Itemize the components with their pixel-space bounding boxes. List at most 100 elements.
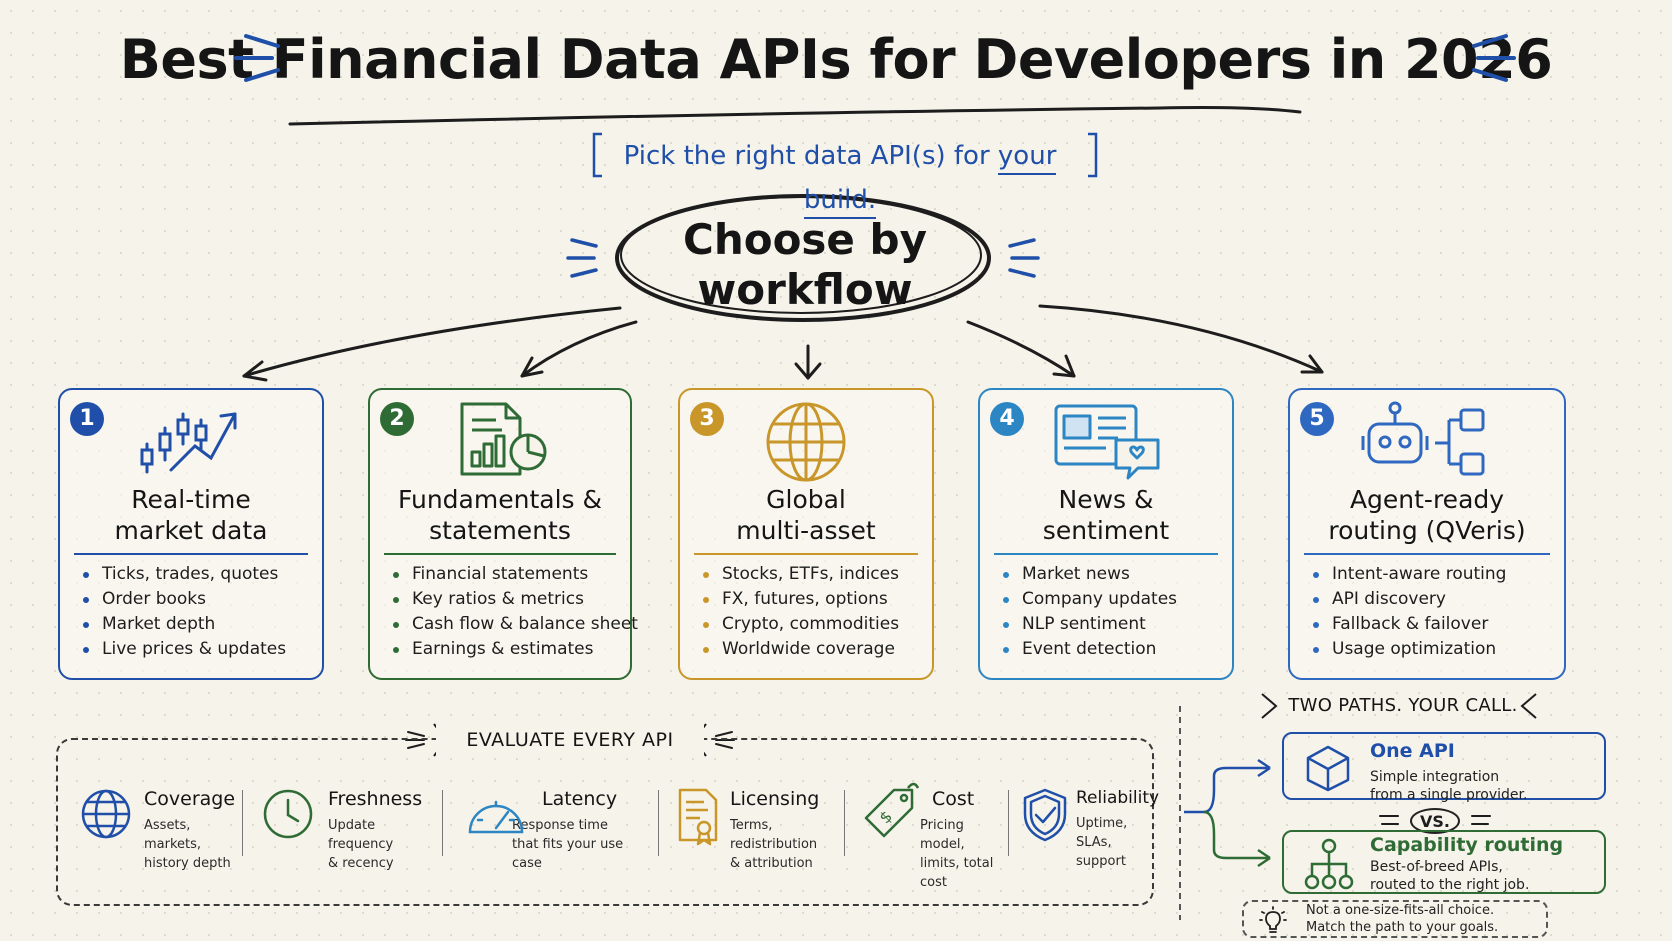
hub-ellipse (615, 194, 991, 322)
list-item: NLP sentiment (996, 612, 1228, 637)
path-capability-routing: Capability routing Best-of-breed APIs, r… (1282, 830, 1606, 894)
subtitle-emphasis: your build. (803, 141, 1057, 219)
speedometer-icon (468, 800, 524, 834)
path-one-api: One API Simple integration from a single… (1282, 732, 1606, 803)
criterion-title: Licensing (730, 788, 820, 810)
criterion-title: Coverage (144, 788, 236, 810)
candlestick-chart-icon (140, 412, 237, 474)
note-text: Not a one-size-fits-all choice. Match th… (1306, 903, 1499, 935)
card-agent-ready-routing: 5 Agent-ready routing (QVeris) Intent-aw… (1288, 388, 1566, 680)
note-box (1242, 900, 1548, 938)
path-description: Best-of-breed APIs, routed to the right … (1370, 859, 1530, 893)
list-item: Cash flow & balance sheet (386, 612, 638, 637)
list-item: Fallback & failover (1306, 612, 1560, 637)
hub-ellipse-inner (620, 196, 982, 314)
hub-line-2: workflow (697, 265, 913, 314)
subtitle-bracket-left (592, 132, 602, 178)
card-divider (994, 553, 1218, 555)
price-tag-icon: $ (864, 782, 920, 838)
globe-icon (766, 402, 846, 482)
list-item: FX, futures, options (696, 587, 928, 612)
criterion-title: Latency (542, 788, 618, 810)
path-title: One API (1370, 740, 1455, 762)
list-item: Earnings & estimates (386, 637, 626, 662)
card-title: Agent-ready routing (QVeris) (1328, 485, 1526, 545)
criterion-cost: $ Cost Pricing model, limits, total cost (862, 782, 1012, 892)
title-underline (288, 106, 1302, 126)
criterion-description: Pricing model, limits, total cost (920, 818, 994, 890)
list-item: Worldwide coverage (696, 637, 928, 662)
card-number-badge: 1 (70, 402, 104, 436)
page-title: Best Financial Data APIs for Developers … (119, 28, 1553, 91)
report-document-icon (460, 402, 547, 476)
criterion-description: Uptime, SLAs, support (1076, 816, 1128, 869)
card-divider (74, 553, 308, 555)
card-divider (1304, 553, 1550, 555)
vs-sparkles (1379, 815, 1491, 825)
card-feature-list: Intent-aware routing API discovery Fallb… (1306, 562, 1560, 662)
card-number-badge: 4 (990, 402, 1024, 436)
card-divider (384, 553, 616, 555)
list-item: API discovery (1306, 587, 1560, 612)
criterion-description: Assets, markets, history depth (144, 818, 231, 871)
list-item: Stocks, ETFs, indices (696, 562, 928, 587)
list-item: Live prices & updates (76, 637, 318, 662)
criterion-separator (242, 790, 243, 856)
card-title: Fundamentals & statements (397, 485, 602, 545)
vs-badge: VS. (1410, 808, 1460, 834)
hub-sparkle-left (566, 238, 598, 278)
list-item: Market depth (76, 612, 318, 637)
svg-text:$: $ (875, 807, 896, 828)
card-feature-list: Ticks, trades, quotes Order books Market… (76, 562, 318, 662)
title-sparkle-right (1472, 34, 1516, 82)
card-feature-list: Stocks, ETFs, indices FX, futures, optio… (696, 562, 928, 662)
list-item: Intent-aware routing (1306, 562, 1560, 587)
list-item: Order books (76, 587, 318, 612)
criterion-description: Terms, redistribution & attribution (730, 818, 818, 871)
globe-icon (81, 789, 131, 839)
card-title: News & sentiment (1042, 485, 1170, 545)
paths-label: TWO PATHS. YOUR CALL. (1288, 695, 1518, 716)
card-fundamentals-statements: 2 Fundamentals & statements Financial st… (368, 388, 638, 680)
paths-chevron-left (1261, 693, 1278, 719)
criterion-title: Freshness (328, 788, 423, 810)
card-feature-list: Market news Company updates NLP sentimen… (996, 562, 1228, 662)
paths-chevron-right (1520, 693, 1537, 719)
criterion-separator (658, 790, 659, 856)
criterion-separator (442, 790, 443, 856)
card-title: Global multi-asset (736, 485, 876, 545)
card-number-badge: 5 (1300, 402, 1334, 436)
list-item: Crypto, commodities (696, 612, 928, 637)
card-feature-list: Financial statements Key ratios & metric… (386, 562, 638, 662)
evaluate-sparkles (405, 731, 735, 749)
list-item: Ticks, trades, quotes (76, 562, 318, 587)
card-number-badge: 3 (690, 402, 724, 436)
list-item: Key ratios & metrics (386, 587, 626, 612)
card-global-multi-asset: 3 Global multi-asset Stocks, ETFs, indic… (678, 388, 934, 680)
criterion-title: Cost (932, 788, 975, 810)
lightbulb-icon (1259, 906, 1287, 933)
criterion-title: Reliability (1076, 788, 1160, 808)
title-sparkle-left (234, 34, 280, 82)
network-tree-icon (1304, 838, 1354, 890)
news-chat-icon (1054, 404, 1160, 480)
list-item: Usage optimization (1306, 637, 1560, 662)
list-item: Market news (996, 562, 1228, 587)
robot-routing-icon (1361, 401, 1485, 476)
hub-line-1: Choose by (683, 215, 927, 264)
path-description: Simple integration from a single provide… (1370, 769, 1528, 803)
criterion-licensing: Licensing Terms, redistribution & attrib… (678, 788, 848, 873)
criterion-separator (1008, 790, 1009, 856)
criterion-freshness: Freshness Update frequency & recency (262, 788, 442, 873)
card-divider (694, 553, 918, 555)
list-item: Financial statements (386, 562, 626, 587)
criterion-coverage: Coverage Assets, markets, history depth (80, 788, 240, 873)
criterion-latency: Latency Response time that fits your use… (466, 788, 656, 873)
path-title: Capability routing (1370, 834, 1564, 856)
criterion-description: Response time that fits your use case (512, 818, 624, 871)
path-arrow-one-api (1184, 766, 1270, 814)
clock-icon (263, 789, 313, 839)
subtitle-bracket-right (1088, 132, 1098, 178)
evaluate-label: EVALUATE EVERY API (436, 723, 704, 757)
